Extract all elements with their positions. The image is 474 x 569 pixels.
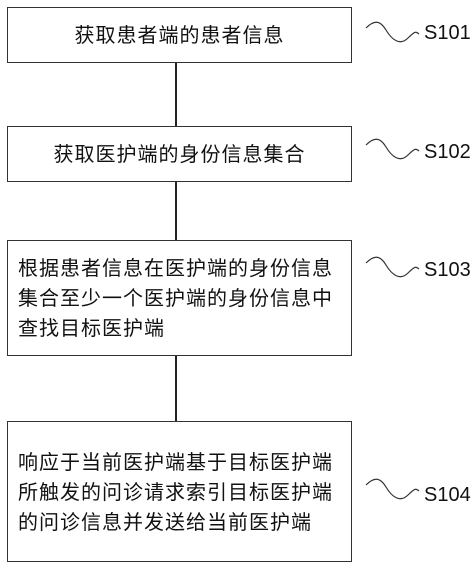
step-text-s104: 响应于当前医护端基于目标医护端所触发的问诊请求索引目标医护端的问诊信息并发送给当…: [18, 449, 333, 534]
step-label-s104: S104: [424, 484, 471, 506]
step-label-s103: S103: [424, 259, 471, 281]
step-box-s104: 响应于当前医护端基于目标医护端所触发的问诊请求索引目标医护端的问诊信息并发送给当…: [7, 421, 352, 562]
connector-arrow-3: [175, 356, 177, 421]
step-label-s101: S101: [424, 22, 471, 44]
connector-arrow-2: [175, 182, 177, 240]
callout-squiggle-s102: [365, 138, 420, 160]
step-box-s101: 获取患者端的患者信息: [7, 7, 352, 63]
step-text-s103: 根据患者信息在医护端的身份信息集合至少一个医护端的身份信息中查找目标医护端: [18, 256, 333, 340]
step-box-s102: 获取医护端的身份信息集合: [7, 126, 352, 182]
callout-squiggle-s103: [365, 256, 420, 278]
step-box-s103: 根据患者信息在医护端的身份信息集合至少一个医护端的身份信息中查找目标医护端: [7, 240, 352, 356]
connector-arrow-1: [175, 63, 177, 126]
step-label-s102: S102: [424, 141, 471, 163]
callout-squiggle-s101: [365, 21, 420, 43]
callout-squiggle-s104: [365, 478, 420, 500]
step-text-s102: 获取医护端的身份信息集合: [53, 142, 306, 166]
step-text-s101: 获取患者端的患者信息: [74, 23, 285, 47]
